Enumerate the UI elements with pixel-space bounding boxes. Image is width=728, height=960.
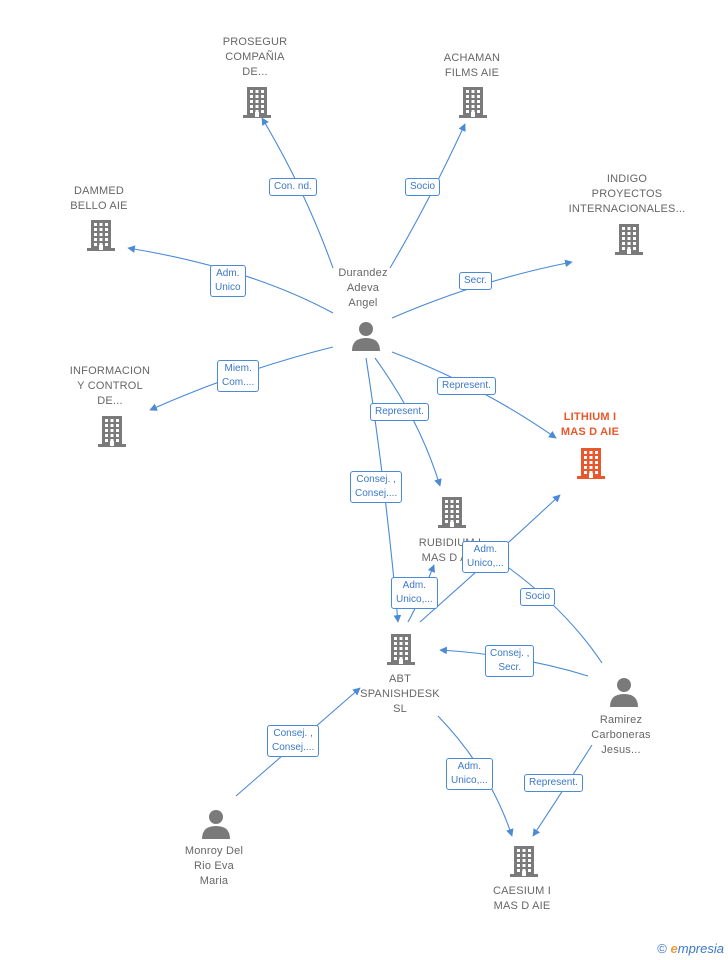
edge-label-e13[interactable]: Consej. ,Consej.... [267, 725, 320, 757]
edge-label-e11[interactable]: Socio [520, 588, 556, 606]
edge-line-e7 [374, 357, 442, 487]
edge-label-e15[interactable]: Represent. [524, 774, 583, 792]
edge-label-e7[interactable]: Represent. [370, 403, 429, 421]
edge-line-e2 [389, 123, 466, 269]
edge-label-e12[interactable]: Consej. ,Secr. [485, 645, 535, 677]
building-icon-dammed[interactable] [85, 218, 117, 257]
edge-label-e3[interactable]: Adm.Unico [210, 265, 246, 297]
person-icon-monroy[interactable] [200, 808, 232, 845]
building-icon-indigo[interactable] [613, 222, 645, 261]
edge-label-e2[interactable]: Socio [405, 178, 441, 196]
building-icon-caesium[interactable] [508, 844, 540, 883]
edge-label-e5[interactable]: Miem.Com.... [217, 360, 260, 392]
brand-initial: e [670, 941, 678, 956]
brand-rest: mpresia [677, 941, 724, 956]
person-icon-durandez[interactable] [350, 320, 382, 357]
edge-line-e6 [391, 351, 557, 439]
edge-label-e1[interactable]: Con. nd. [269, 178, 317, 196]
edge-label-e8[interactable]: Consej. ,Consej.... [350, 471, 403, 503]
copyright-symbol: © [657, 941, 667, 956]
edge-line-e15 [532, 744, 593, 837]
building-icon-informacion[interactable] [96, 414, 128, 453]
building-icon-lithium[interactable] [575, 446, 607, 485]
building-icon-rubidium[interactable] [436, 495, 468, 534]
edge-label-e9[interactable]: Adm.Unico,... [391, 577, 438, 609]
person-icon-ramirez[interactable] [608, 676, 640, 713]
edge-line-e4 [391, 259, 573, 319]
edge-label-e4[interactable]: Secr. [459, 272, 492, 290]
building-icon-abt[interactable] [385, 632, 417, 671]
edge-label-e10[interactable]: Adm.Unico,... [462, 541, 509, 573]
building-icon-achaman[interactable] [457, 85, 489, 124]
edge-label-e6[interactable]: Represent. [437, 377, 496, 395]
building-icon-prosegur[interactable] [241, 85, 273, 124]
copyright-footer: © empresia [657, 941, 724, 956]
edge-label-e14[interactable]: Adm.Unico,... [446, 758, 493, 790]
